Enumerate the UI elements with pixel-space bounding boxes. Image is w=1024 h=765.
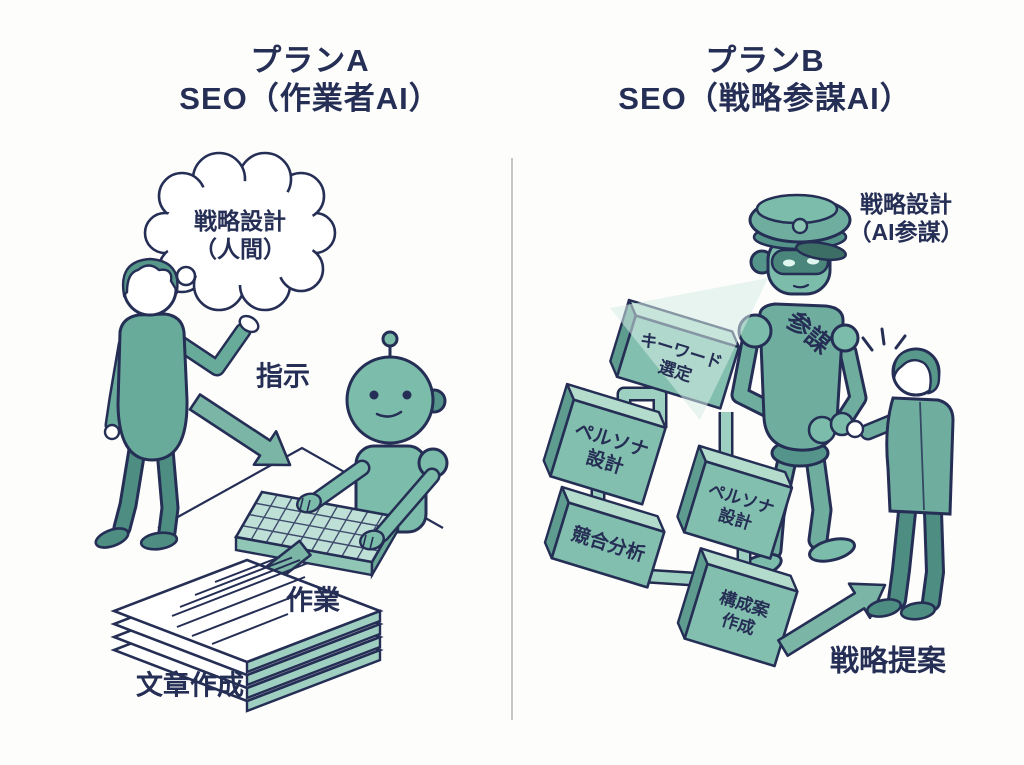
paper-sheet-top — [110, 556, 384, 674]
robot-foot — [808, 537, 856, 563]
instruction-arrow-icon — [188, 393, 292, 467]
document-creation-label: 文章作成 — [136, 670, 244, 701]
robot-shoulder — [830, 323, 860, 353]
plan-a-title: プランA SEO（作業者AI） — [179, 42, 440, 118]
plan-b-title: プランB SEO（戦略参謀AI） — [618, 42, 911, 118]
flow-box-competitor — [543, 485, 666, 589]
strategy-proposal-label: 戦略提案 — [829, 645, 947, 678]
plan-a-title-line1: プランA — [250, 43, 370, 79]
foot — [865, 598, 903, 618]
plan-a-title-line2: SEO（作業者AI） — [179, 81, 441, 116]
worker-robot-arms — [296, 459, 441, 551]
paper-stack — [110, 556, 384, 713]
foot — [94, 527, 130, 549]
plan-b-title-line2: SEO（戦略参謀AI） — [618, 81, 912, 116]
hand — [238, 314, 260, 334]
cap-badge-icon — [791, 217, 809, 235]
robot-torso — [758, 302, 845, 452]
torso — [116, 312, 189, 462]
flow-box-persona-2 — [676, 444, 794, 560]
center-divider — [511, 158, 513, 720]
human-hand — [845, 419, 865, 439]
robot-head — [345, 355, 435, 445]
foot — [139, 531, 179, 551]
foot — [899, 601, 937, 621]
flow-box-persona-1 — [542, 382, 667, 506]
proposal-arrow-icon — [776, 582, 887, 658]
work-label: 作業 — [286, 585, 340, 616]
keyboard-keys — [242, 494, 392, 560]
plan-b-title-line1: プランB — [705, 43, 825, 79]
worker-robot — [345, 330, 449, 534]
hand — [103, 423, 121, 441]
thought-trail-dot — [175, 265, 197, 287]
suit-torso — [885, 396, 955, 516]
flow-box-outline — [676, 547, 799, 668]
instruction-label: 指示 — [256, 361, 310, 392]
handshake — [807, 411, 865, 445]
human-figure-left — [94, 257, 260, 551]
robot-eye — [783, 259, 795, 267]
ai-strategy-label: 戦略設計 （AI参謀） — [848, 190, 964, 245]
thought-bubble — [143, 151, 337, 312]
human-figure-right — [859, 327, 955, 621]
thought-bubble-label: 戦略設計 （人間） — [194, 207, 286, 262]
hair — [121, 257, 179, 298]
hair — [892, 347, 941, 395]
paper-text-lines — [171, 556, 309, 645]
surprise-marks-icon — [861, 327, 907, 352]
military-cap-icon — [748, 193, 852, 262]
antenna-icon — [381, 330, 399, 348]
projection-beam — [610, 278, 768, 420]
